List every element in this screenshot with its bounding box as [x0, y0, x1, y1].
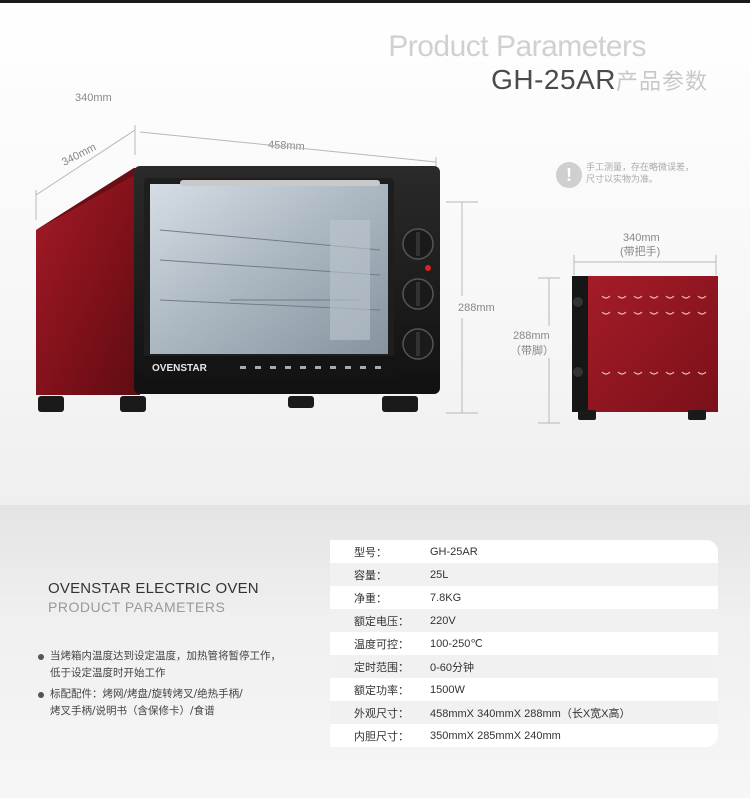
feature-line: 低于设定温度时开始工作 [50, 667, 166, 679]
exclamation-icon: ! [556, 162, 582, 188]
spec-value: 458mmX 340mmX 288mm（长X宽X高） [430, 707, 631, 720]
spec-row: 容量： 25L [330, 563, 718, 586]
spec-label: 额定电压： [354, 614, 409, 628]
spec-label: 净重： [354, 591, 387, 605]
spec-value: 1500W [430, 683, 465, 696]
product-subtitle: PRODUCT PARAMETERS [48, 599, 226, 615]
spec-label: 外观尺寸： [354, 706, 409, 720]
oven-side-image [572, 276, 718, 420]
spec-value: 350mmX 285mmX 240mm [430, 729, 561, 742]
dim-side-width: 340mm [623, 232, 660, 244]
spec-row: 温度可控： 100-250℃ [330, 632, 718, 655]
dim-depth-top: 340mm [75, 92, 112, 104]
dim-height: 288mm [458, 302, 495, 314]
spec-row: 额定电压： 220V [330, 609, 718, 632]
feature-line: 标配配件：烤网/烤盘/旋转烤叉/绝热手柄/ [50, 688, 243, 700]
dim-side-height: 288mm [513, 330, 550, 342]
spec-row: 净重： 7.8KG [330, 586, 718, 609]
oven-knobs [402, 228, 434, 360]
dim-side-width-note: (带把手) [620, 246, 661, 258]
spec-value: 25L [430, 568, 449, 581]
measurement-note: ! 手工测量，存在略微误差， 尺寸以实物为准。 [556, 160, 716, 190]
spec-label: 额定功率： [354, 683, 409, 697]
dim-side-height-note: （带脚） [510, 345, 554, 357]
note-text: 手工测量，存在略微误差， 尺寸以实物为准。 [586, 162, 694, 186]
oven-front-image: OVENSTAR [36, 166, 440, 412]
note-line-2: 尺寸以实物为准。 [586, 175, 659, 185]
spec-row: 内胆尺寸： 350mmX 285mmX 240mm [330, 724, 718, 747]
top-rule [0, 0, 750, 3]
spec-value: 7.8KG [430, 591, 462, 604]
feature-list: 当烤箱内温度达到设定温度，加热管将暂停工作， 低于设定温度时开始工作 标配配件：… [38, 648, 328, 724]
spec-label: 型号： [354, 545, 387, 559]
spec-row: 外观尺寸： 458mmX 340mmX 288mm（长X宽X高） [330, 701, 718, 724]
spec-row: 定时范围： 0-60分钟 [330, 655, 718, 678]
feature-item: 标配配件：烤网/烤盘/旋转烤叉/绝热手柄/ 烤叉手柄/说明书（含保修卡）/食谱 [38, 686, 328, 720]
feature-item: 当烤箱内温度达到设定温度，加热管将暂停工作， 低于设定温度时开始工作 [38, 648, 328, 682]
spec-value: 100-250℃ [430, 638, 483, 650]
header-title-en: Product Parameters [388, 30, 646, 63]
spec-label: 定时范围： [354, 660, 409, 674]
dimension-lines [35, 125, 717, 424]
spec-row: 型号： GH-25AR [330, 540, 718, 563]
product-name: OVENSTAR ELECTRIC OVEN [48, 580, 259, 597]
model-number: GH-25AR [491, 64, 616, 95]
note-line-1: 手工测量，存在略微误差， [586, 163, 695, 173]
header-model: GH-25AR产品参数 [491, 64, 708, 96]
spec-value: 220V [430, 614, 456, 627]
oven-brand-label: OVENSTAR [152, 363, 208, 374]
header-title-cn: 产品参数 [615, 69, 708, 94]
spec-value: 0-60分钟 [430, 661, 475, 674]
feature-line: 烤叉手柄/说明书（含保修卡）/食谱 [50, 705, 215, 717]
spec-label: 内胆尺寸： [354, 729, 409, 743]
spec-table: 型号： GH-25AR 容量： 25L 净重： 7.8KG 额定电压： 220V 温度可… [330, 540, 718, 747]
spec-value: GH-25AR [430, 545, 478, 558]
spec-row: 额定功率： 1500W [330, 678, 718, 701]
feature-line: 当烤箱内温度达到设定温度，加热管将暂停工作， [50, 650, 281, 662]
spec-label: 容量： [354, 568, 387, 582]
spec-label: 温度可控： [354, 637, 409, 651]
